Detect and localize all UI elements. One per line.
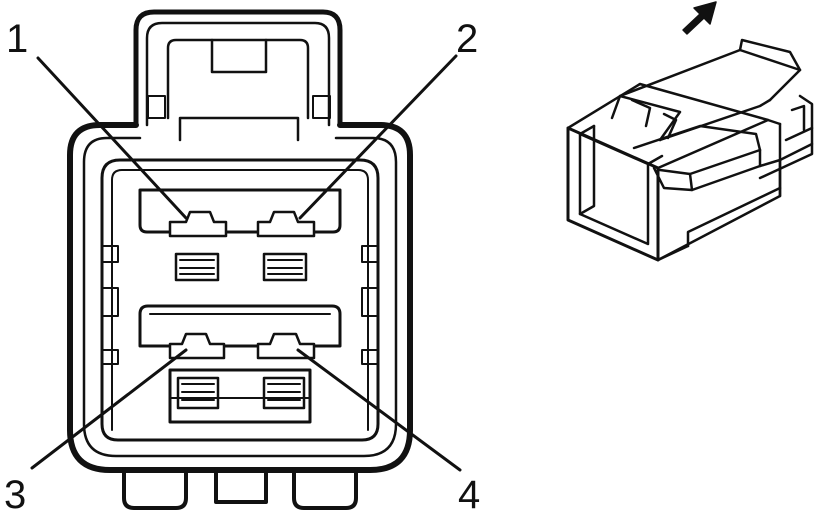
pin-label-1: 1: [6, 17, 28, 61]
leader-line-4: [296, 348, 462, 472]
pin-1-terminal: [168, 210, 228, 238]
pin-label-3: 3: [4, 473, 26, 517]
outer-shell: [67, 122, 413, 473]
bottom-feet: [122, 468, 358, 510]
upper-pin-cavity: [138, 188, 342, 238]
middle-contacts: [174, 252, 308, 282]
inner-cavity: [100, 158, 380, 442]
pin-label-4: 4: [458, 473, 480, 517]
connector-face-view: [30, 9, 462, 510]
leader-lines: [30, 54, 462, 472]
bottom-contact-block: [168, 368, 312, 424]
leader-line-2: [298, 54, 458, 220]
leader-line-1: [36, 56, 188, 220]
latch-housing: [133, 9, 343, 142]
pin-2-terminal: [256, 210, 316, 238]
side-notches: [101, 245, 379, 365]
arrow-icon: [682, 1, 717, 35]
leader-line-3: [30, 348, 188, 470]
connector-isometric-view: [566, 38, 814, 262]
lower-pin-cavity: [138, 304, 342, 360]
pin-label-2: 2: [456, 17, 478, 61]
